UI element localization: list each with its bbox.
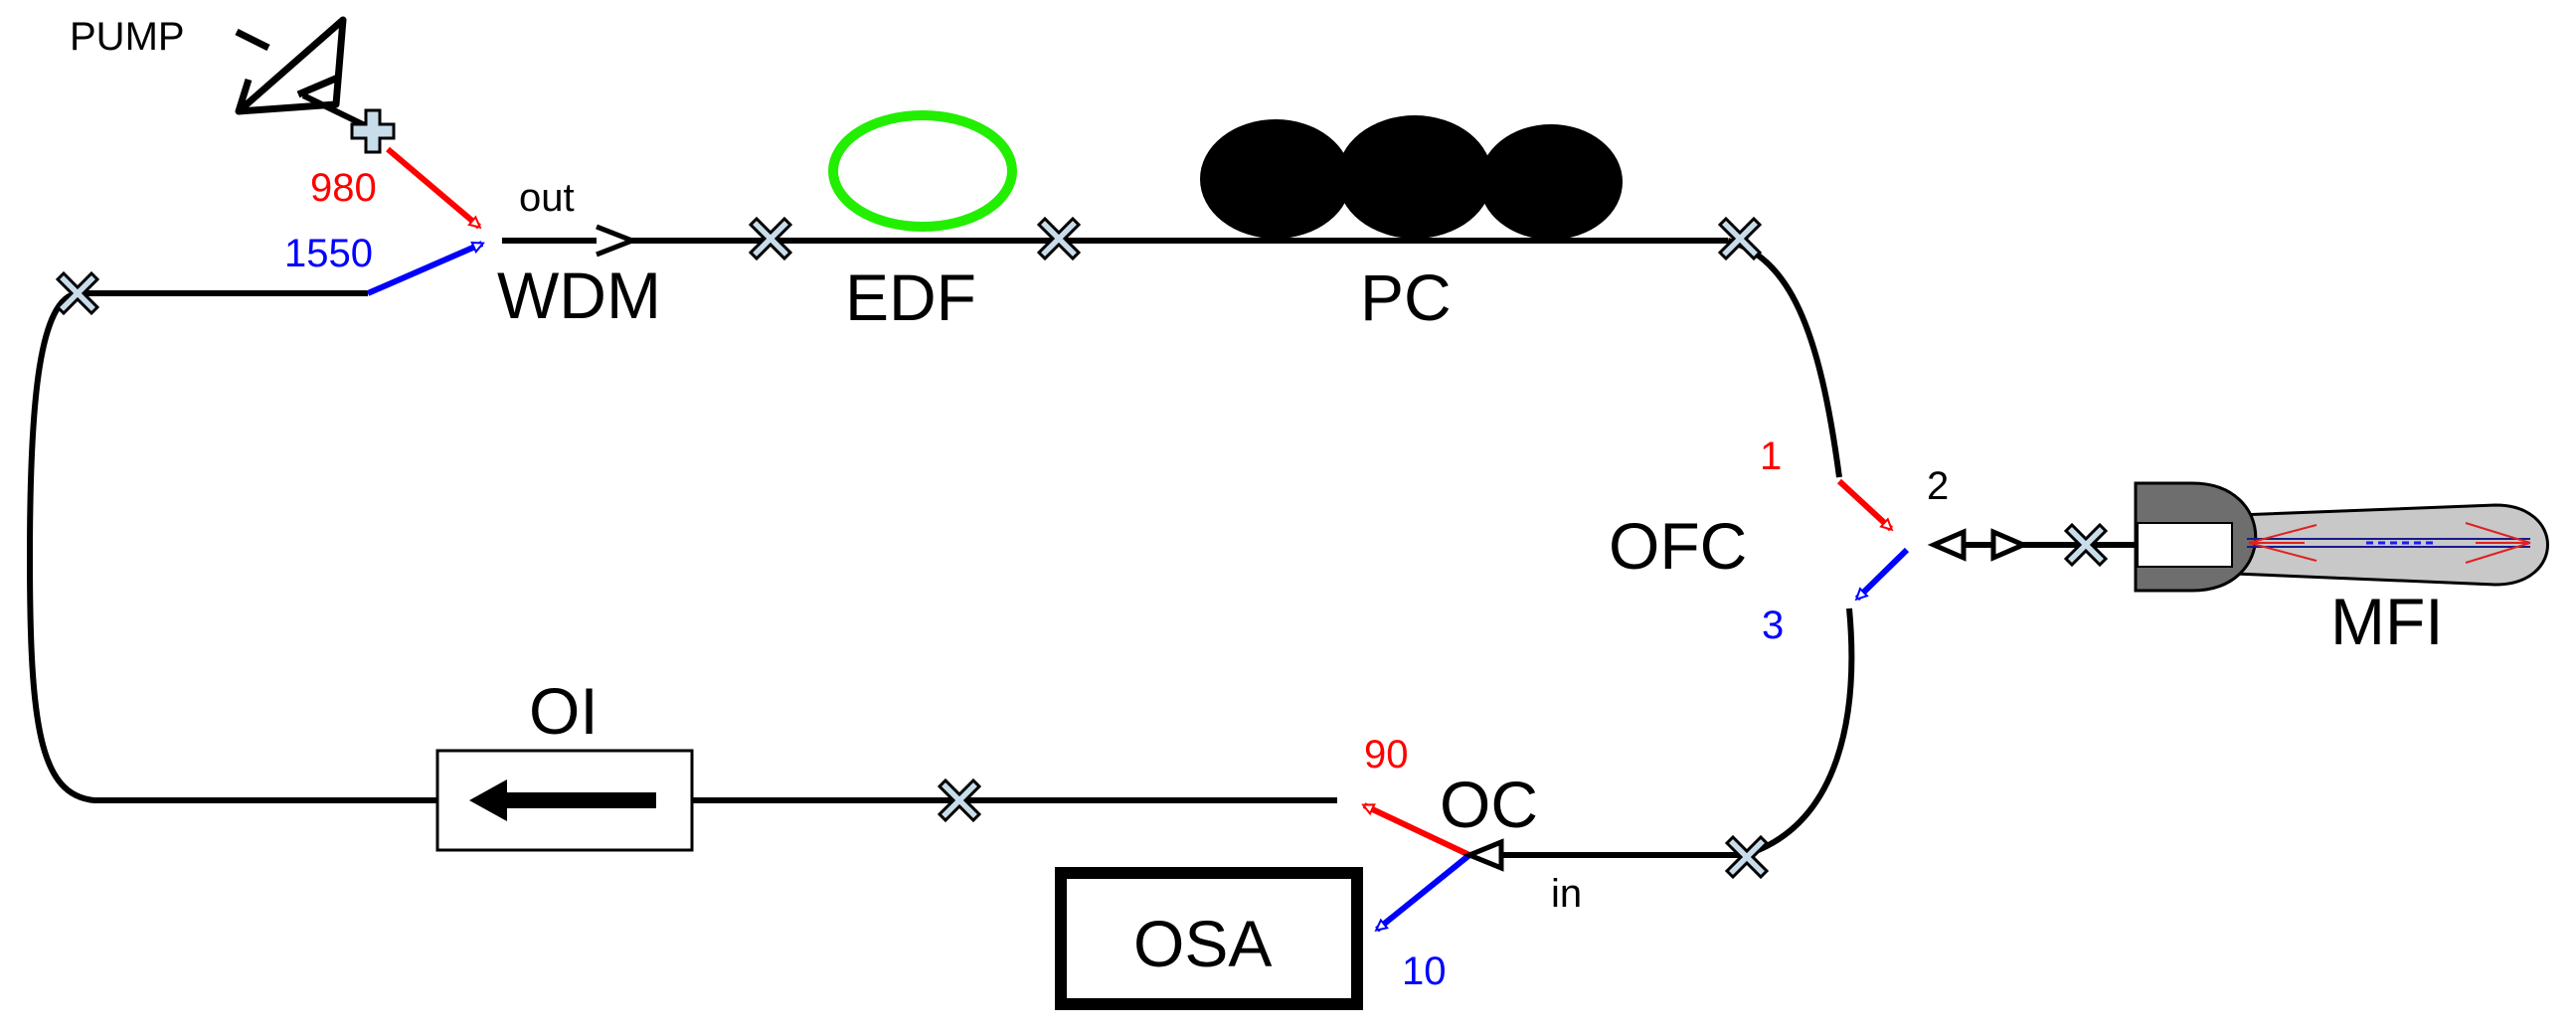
oc-port10-arrow xyxy=(1374,852,1471,933)
oi-direction-arrow xyxy=(469,779,656,821)
wdm-label: WDM xyxy=(497,259,661,332)
edf-coil xyxy=(828,110,1017,232)
signal-1550-arrow xyxy=(366,241,485,296)
port-1550-label: 1550 xyxy=(284,232,373,275)
oc-port90-arrow xyxy=(1361,802,1471,858)
ofc-port3-arrow xyxy=(1854,547,1910,602)
port-980-label: 980 xyxy=(310,166,377,210)
pump-splice xyxy=(350,108,396,154)
fiber-left xyxy=(26,290,437,803)
fiber-right-upper xyxy=(1727,238,1842,478)
wdm-out-arrow xyxy=(596,224,639,258)
ofc-port2-arrow-left xyxy=(1927,528,1967,562)
ofc-port1-arrow xyxy=(1836,478,1894,532)
fiber-ring xyxy=(26,238,1855,858)
osa-analyzer: OSA xyxy=(1055,867,1363,1010)
ofc-label: OFC xyxy=(1609,509,1747,583)
oc-in-arrow xyxy=(1462,838,1504,872)
ofc-port2-label: 2 xyxy=(1927,464,1949,508)
mfi-ferrule xyxy=(2137,522,2233,568)
oc-port90-label: 90 xyxy=(1364,733,1409,776)
wdm-out-label: out xyxy=(519,176,575,220)
pc-paddle-3 xyxy=(1479,124,1623,240)
mfi-reflection-rays xyxy=(2248,522,2531,564)
oc-port10-label: 10 xyxy=(1402,949,1447,993)
ofc-port2-arrow-right xyxy=(1990,528,2030,562)
pump-source: PUMP xyxy=(70,15,396,154)
oc-in-label: in xyxy=(1551,872,1582,916)
mfi-label: MFI xyxy=(2330,585,2444,658)
mfi-body xyxy=(2185,503,2549,587)
ofc-port1-label: 1 xyxy=(1760,434,1782,478)
pc-label: PC xyxy=(1360,260,1452,334)
pc-paddle-2 xyxy=(1337,115,1492,239)
oi-label: OI xyxy=(529,674,599,748)
osa-box xyxy=(1055,867,1363,1010)
wdm-coupler: 980 1550 out WDM xyxy=(284,146,661,332)
edf-label: EDF xyxy=(845,260,976,334)
ofc-port3-label: 3 xyxy=(1762,604,1784,647)
oc-label: OC xyxy=(1440,768,1538,841)
ofc-circulator: OFC 1 2 3 xyxy=(1609,434,2138,647)
polarization-controller: PC xyxy=(1200,115,1623,334)
pump-label: PUMP xyxy=(70,15,185,59)
mfi-sensor: MFI xyxy=(2134,481,2549,658)
optical-isolator: OI xyxy=(435,674,694,852)
pump-diode-icon xyxy=(235,16,347,115)
pump-980-arrow xyxy=(386,146,482,230)
pc-paddle-1 xyxy=(1200,119,1351,239)
osa-label: OSA xyxy=(1133,907,1272,980)
edf-section: EDF xyxy=(828,110,1017,334)
output-coupler: OC in 90 10 xyxy=(1361,733,1582,993)
fiber-right-lower xyxy=(1744,607,1855,858)
splice-points xyxy=(56,217,2108,879)
